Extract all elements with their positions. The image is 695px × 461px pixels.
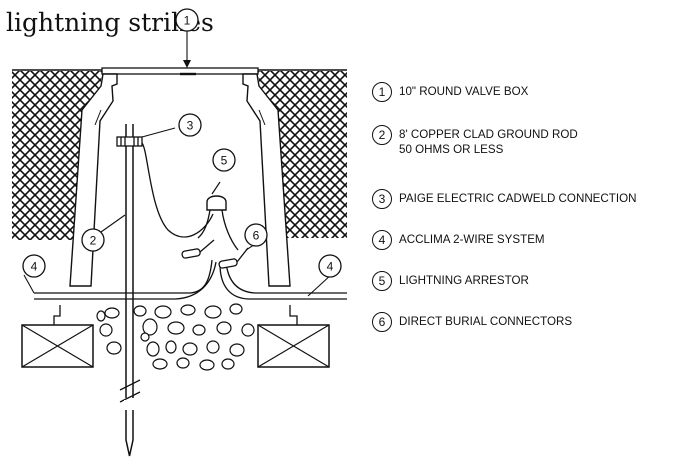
arrestor-lead-right xyxy=(221,209,239,251)
legend-number: 6 xyxy=(372,312,392,332)
legend-label: PAIGE ELECTRIC CADWELD CONNECTION xyxy=(399,192,637,205)
brick-right-post xyxy=(289,305,298,325)
burial-connectors xyxy=(181,239,249,269)
ground-wire xyxy=(141,142,214,238)
arrestor-leader xyxy=(211,181,221,195)
callout-5-circle xyxy=(212,148,236,172)
legend-number: 2 xyxy=(372,125,392,145)
legend-number: 1 xyxy=(372,82,392,102)
callout-4-left-number: 4 xyxy=(31,260,38,274)
cadweld-clamp xyxy=(116,136,143,147)
legend-number: 4 xyxy=(372,230,392,250)
legend-number: 3 xyxy=(372,189,392,209)
callout-1-number: 1 xyxy=(184,14,191,28)
callout-3-number: 3 xyxy=(187,119,194,133)
legend-label: LIGHTNING ARRESTOR xyxy=(399,274,529,287)
ground-rod xyxy=(119,124,141,457)
lightning-arrestor xyxy=(206,195,227,211)
callout-5-number: 5 xyxy=(221,154,228,168)
legend-sublabel: 50 OHMS OR LESS xyxy=(399,143,504,156)
wall-inner-lip-right xyxy=(258,109,266,126)
legend-label: 10" ROUND VALVE BOX xyxy=(399,85,529,98)
legend-label: 8' COPPER CLAD GROUND ROD xyxy=(399,128,578,141)
callout-4-left-circle xyxy=(22,254,46,278)
legend-label: ACCLIMA 2-WIRE SYSTEM xyxy=(399,233,545,246)
legend-number: 5 xyxy=(372,271,392,291)
callout-3-circle xyxy=(178,113,202,137)
valve-box-left-wall xyxy=(69,73,118,287)
arrestor-lead-left xyxy=(197,209,211,239)
valve-box-right-wall xyxy=(242,73,291,287)
brick-left-post xyxy=(53,305,61,325)
legend-label: DIRECT BURIAL CONNECTORS xyxy=(399,315,573,328)
callout-4-right-number: 4 xyxy=(327,260,334,274)
callout-4-right-circle xyxy=(318,254,342,278)
callout-2-number: 2 xyxy=(90,234,97,248)
callout-6-circle xyxy=(244,223,268,247)
callout-2-circle xyxy=(81,228,105,252)
callout-1-arrow xyxy=(183,60,191,68)
gravel-bed xyxy=(96,303,255,371)
callout-6-number: 6 xyxy=(253,229,260,243)
callout-1-circle xyxy=(175,8,199,32)
wall-inner-lip-left xyxy=(94,109,102,126)
